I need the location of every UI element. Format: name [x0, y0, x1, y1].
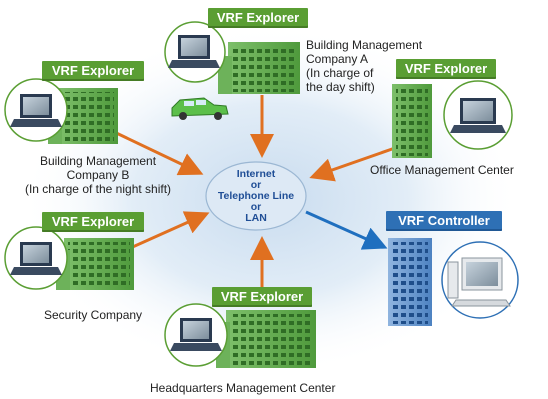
explorer-tag-bottom: VRF Explorer: [212, 287, 312, 307]
label-company-a-line4: the day shift): [306, 80, 375, 94]
label-company-b-line2: Company B: [66, 168, 130, 182]
label-company-b-line3: (In charge of the night shift): [24, 182, 172, 196]
network-line-or-2: or: [250, 200, 262, 213]
label-company-a-line2: Company A: [306, 52, 369, 66]
network-line-or-1: or: [250, 178, 262, 191]
building-top: [218, 42, 300, 94]
network-line-lan: LAN: [245, 211, 267, 224]
building-bottom: [216, 310, 316, 368]
laptop-circle-top: [164, 21, 226, 83]
label-company-b-line1: Building Management: [39, 154, 157, 168]
label-office: Office Management Center: [370, 163, 514, 177]
label-company-b: Building Management Company B (In charge…: [0, 154, 196, 196]
arrow-left-upper: [109, 128, 204, 176]
network-label: Internet or Telephone Line or LAN: [207, 162, 305, 230]
building-left-lower: [56, 238, 134, 290]
explorer-tag-left-lower: VRF Explorer: [42, 212, 144, 232]
desktop-circle-controller: [441, 241, 519, 319]
network-line-telephone: Telephone Line: [217, 189, 295, 202]
label-headquarters: Headquarters Management Center: [150, 381, 336, 395]
laptop-circle-left-upper: [4, 78, 68, 142]
label-company-a-line1: Building Management: [306, 38, 423, 52]
car-icon: [171, 97, 229, 120]
label-company-a-line3: (In charge of: [306, 66, 374, 80]
explorer-tag-left-upper: VRF Explorer: [42, 61, 144, 81]
label-security: Security Company: [44, 308, 143, 322]
building-controller: [388, 238, 432, 326]
laptop-circle-bottom: [164, 303, 228, 367]
label-company-a: Building Management Company A (In charge…: [306, 38, 422, 94]
arrow-controller: [305, 210, 388, 250]
network-cloud: [205, 161, 307, 231]
explorer-tag-top: VRF Explorer: [208, 8, 308, 28]
network-line-internet: Internet: [236, 167, 276, 180]
building-right-upper: [392, 84, 432, 158]
arrow-right-upper: [309, 146, 396, 182]
explorer-tag-right-upper: VRF Explorer: [396, 59, 496, 79]
laptop-circle-left-lower: [4, 226, 68, 290]
laptop-circle-right-upper: [443, 80, 513, 150]
controller-tag: VRF Controller: [386, 211, 502, 231]
